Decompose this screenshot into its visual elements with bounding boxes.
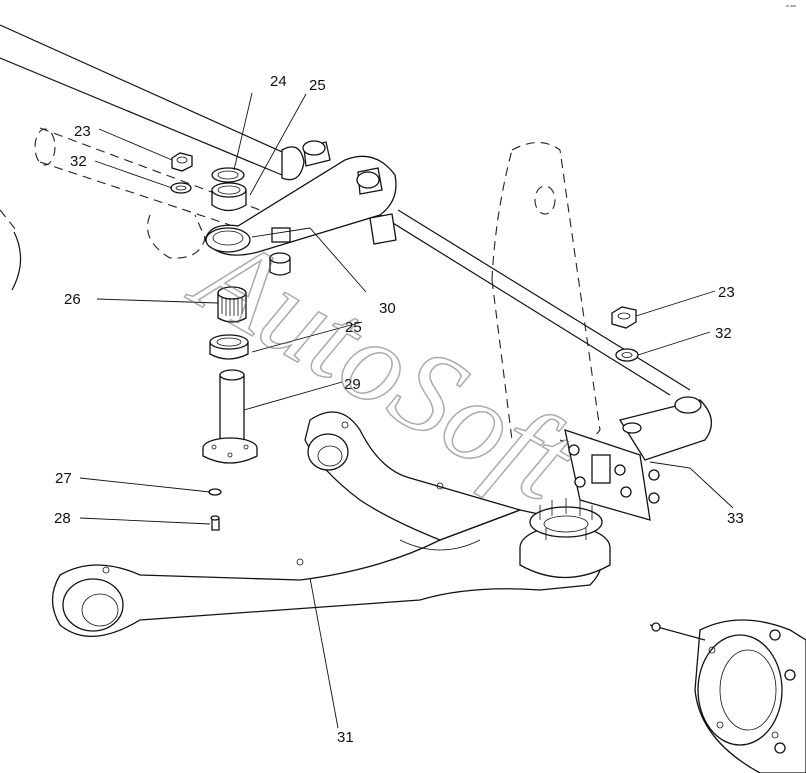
bearing-26 [217, 286, 247, 323]
nut-23-left [171, 152, 193, 172]
callout-23-left: 23 [74, 123, 91, 140]
callout-30: 30 [379, 300, 396, 317]
nut-23-right [611, 306, 637, 329]
lower-arm-31 [51, 411, 603, 637]
washer-27 [208, 488, 222, 496]
brake-chamber [649, 619, 806, 773]
tie-rod [369, 209, 691, 396]
callout-31: 31 [337, 729, 354, 746]
axle-beam [0, 24, 305, 181]
callout-23-right: 23 [718, 284, 735, 301]
bushing-25-upper [211, 182, 247, 212]
callout-28: 28 [54, 510, 71, 527]
callout-32-right: 32 [715, 325, 732, 342]
callout-25-top: 25 [309, 77, 326, 94]
bolt-28 [210, 515, 220, 531]
callout-33: 33 [727, 510, 744, 527]
bushing-25-lower [209, 334, 249, 360]
washer-32-right [615, 348, 639, 362]
callout-26: 26 [64, 291, 81, 308]
callout-29: 29 [344, 376, 361, 393]
small-cap-nut [269, 252, 291, 276]
knuckle-bracket-33 [564, 396, 712, 521]
seal-ring-24 [211, 167, 245, 183]
washer-32-left [170, 182, 192, 194]
leader-lines [79, 92, 734, 729]
callout-24-top: 24 [270, 73, 287, 90]
callout-25-mid: 25 [345, 319, 362, 336]
callout-27: 27 [55, 470, 72, 487]
callout-32-left: 32 [70, 153, 87, 170]
corner-mark: ᵃᵗ ᵃᵃᵃ [786, 4, 796, 10]
king-pin-29 [202, 369, 258, 464]
wheel-hub [519, 498, 611, 579]
